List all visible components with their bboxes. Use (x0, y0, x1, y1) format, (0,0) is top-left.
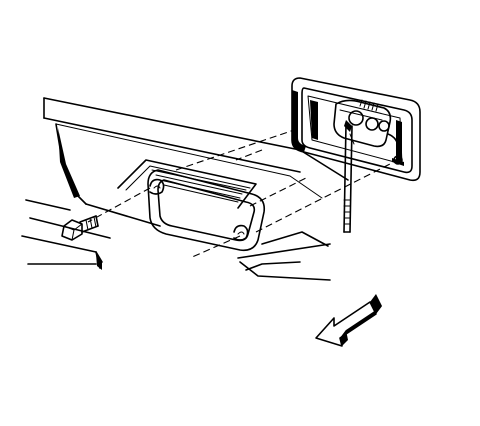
handle-gasket (147, 169, 266, 252)
handle-pocket-opening (117, 159, 257, 209)
retaining-bolt (61, 215, 99, 241)
lock-rod (343, 123, 353, 233)
handle-assembly (291, 77, 421, 182)
alignment-lines (87, 127, 391, 259)
view-direction-arrow (315, 294, 382, 347)
tailgate-panel (21, 97, 349, 281)
